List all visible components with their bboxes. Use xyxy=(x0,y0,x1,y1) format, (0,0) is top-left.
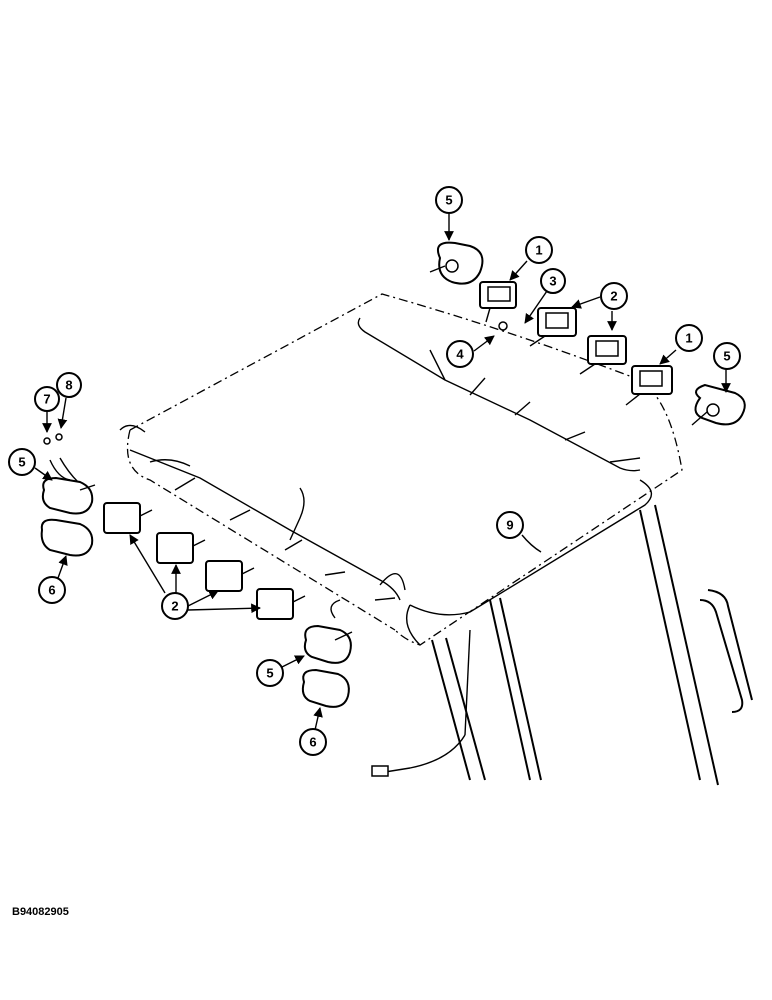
rear-lamp-group xyxy=(429,241,746,426)
svg-text:2: 2 xyxy=(610,289,617,304)
work-lamp-front-4 xyxy=(256,588,294,620)
callout-6-front-left: 6 xyxy=(38,576,66,604)
lens-front-left xyxy=(40,518,94,557)
work-lamp-front-1 xyxy=(103,502,141,534)
marker-lamp-front-left xyxy=(41,476,94,515)
work-lamp-front-3 xyxy=(205,560,243,592)
callout-3: 3 xyxy=(540,268,566,294)
cab-frame xyxy=(431,504,753,786)
svg-text:2: 2 xyxy=(171,599,178,614)
svg-text:1: 1 xyxy=(535,243,542,258)
svg-text:9: 9 xyxy=(506,518,513,533)
front-lamp-group xyxy=(40,433,353,708)
callouts: 5 1 3 2 4 1 5 7 xyxy=(8,186,741,756)
lens-front-right xyxy=(301,668,350,708)
callout-6-front-right: 6 xyxy=(299,728,327,756)
callout-4: 4 xyxy=(446,340,474,368)
svg-text:5: 5 xyxy=(266,666,273,681)
figure-reference: B94082905 xyxy=(12,906,69,918)
wiring-harness xyxy=(119,317,641,777)
marker-lamp-front-right xyxy=(303,624,352,664)
callout-5-rear-left: 5 xyxy=(435,186,463,214)
svg-text:4: 4 xyxy=(456,347,464,362)
marker-lamp-rear-right xyxy=(694,383,746,426)
svg-text:5: 5 xyxy=(723,349,730,364)
callout-leaders xyxy=(34,213,731,731)
callout-2-rear: 2 xyxy=(600,282,628,310)
svg-text:6: 6 xyxy=(309,735,316,750)
marker-lamp-rear-left xyxy=(436,241,484,285)
callout-5-front-right: 5 xyxy=(256,659,284,687)
svg-text:5: 5 xyxy=(18,455,25,470)
callout-5-front-left: 5 xyxy=(8,448,36,476)
callout-5-rear-right: 5 xyxy=(713,342,741,370)
callout-8: 8 xyxy=(56,372,82,398)
callout-9: 9 xyxy=(496,511,524,539)
callout-1-rear-right: 1 xyxy=(675,324,703,352)
svg-text:1: 1 xyxy=(685,331,692,346)
svg-text:8: 8 xyxy=(65,378,72,393)
callout-7: 7 xyxy=(34,386,60,412)
callout-1-rear: 1 xyxy=(525,236,553,264)
svg-text:6: 6 xyxy=(48,583,55,598)
svg-text:7: 7 xyxy=(43,392,50,407)
work-lamp-front-2 xyxy=(156,532,194,564)
callout-2-front: 2 xyxy=(161,592,189,620)
svg-text:5: 5 xyxy=(445,193,452,208)
svg-text:3: 3 xyxy=(549,274,556,289)
